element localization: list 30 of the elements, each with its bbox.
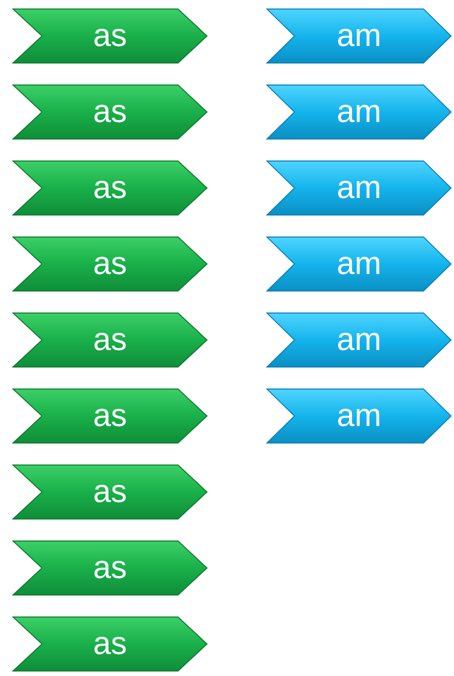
chevron-label: as <box>92 624 128 663</box>
chevron-shape <box>266 236 452 292</box>
chevron-shape <box>12 84 208 140</box>
chevron-shape <box>266 84 452 140</box>
chevron-label: am <box>336 92 382 131</box>
chevron-shape <box>266 8 452 64</box>
chevron-shape <box>12 388 208 444</box>
chevron-shape <box>12 540 208 596</box>
chevron-shape <box>266 388 452 444</box>
chevron-label: as <box>92 92 128 131</box>
chevron-label: am <box>336 244 382 283</box>
chevron-label: as <box>92 396 128 435</box>
chevron-shape <box>12 464 208 520</box>
chevron-label: as <box>92 168 128 207</box>
chevron-shape <box>12 312 208 368</box>
chevron-shape <box>266 160 452 216</box>
chevron-label: as <box>92 548 128 587</box>
chevron-label: am <box>336 16 382 55</box>
chevron-shape <box>12 236 208 292</box>
chevron-shape <box>12 160 208 216</box>
chevron-label: as <box>92 320 128 359</box>
chevron-shape <box>266 312 452 368</box>
chevron-shape <box>12 8 208 64</box>
chevron-label: as <box>92 16 128 55</box>
chevron-label: am <box>336 320 382 359</box>
chevron-label: as <box>92 472 128 511</box>
chevron-label: am <box>336 168 382 207</box>
chevron-label: am <box>336 396 382 435</box>
chevron-shape <box>12 616 208 672</box>
chevron-label: as <box>92 244 128 283</box>
